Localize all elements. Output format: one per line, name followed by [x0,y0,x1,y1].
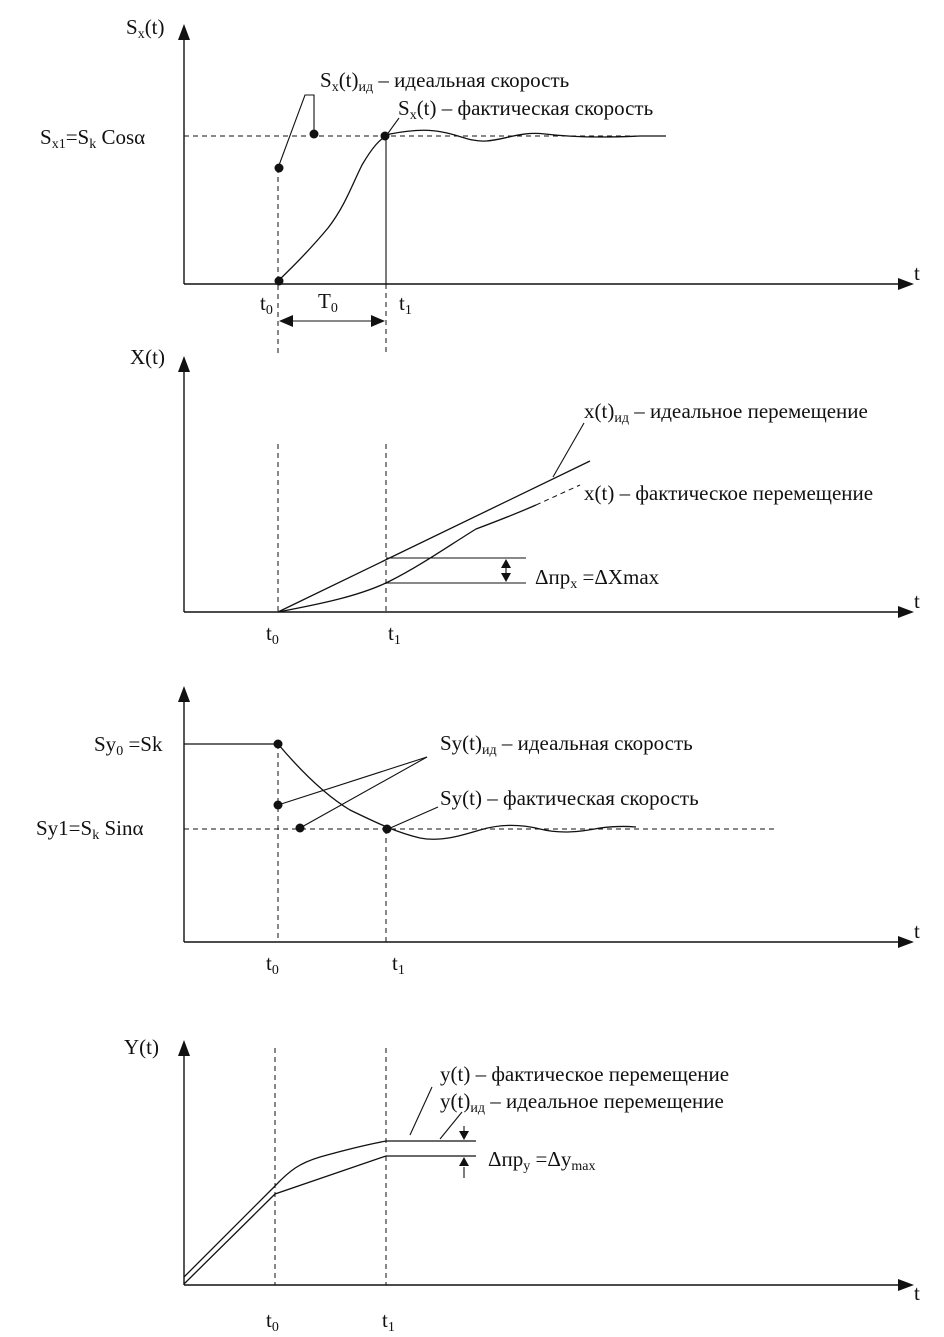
p1-t0-label: t0 [260,291,273,318]
p1-actual-velocity-curve [277,129,666,282]
p2-t1-label: t1 [388,621,401,648]
panel-x-displacement: X(t) t x(t)ид – идеальное перемещение x(… [130,345,920,648]
p2-t-axis-label: t [914,589,920,613]
p1-dot-ideal-level [309,129,319,139]
p3-ideal-label: Sy(t)ид – идеальная скорость [440,731,693,758]
p2-ideal-pointer [552,422,585,478]
p3-actual-velocity-curve [277,743,637,840]
p4-t1-label: t1 [382,1308,395,1335]
p3-dot-ideal-level [295,823,305,833]
p3-level1-label: Sy1=Sk Sinα [36,816,143,843]
p1-level-label: Sx1=Sk Cosα [40,125,145,152]
p3-dot-ideal [273,800,283,810]
p3-t1-label: t1 [392,951,405,978]
p2-delta-down-arrow-icon [501,573,511,582]
p2-y-axis-arrow-icon [178,356,190,372]
p2-t0-label: t0 [266,621,279,648]
p4-ideal-label: y(t)ид – идеальное перемещение [440,1089,724,1116]
p2-ideal-label: x(t)ид – идеальное перемещение [584,399,868,426]
p1-t1-label: t1 [399,291,412,318]
p4-y-axis-arrow-icon [178,1040,190,1056]
p2-actual-extension [535,484,581,506]
p1-dot-actual [380,131,390,141]
panel-y-displacement: Y(t) t y(t) – фактическое перемещение y(… [124,1035,920,1335]
p4-y-axis-label: Y(t) [124,1035,159,1059]
p3-dot-actual [382,824,392,834]
p2-actual-label: x(t) – фактическое перемещение [584,481,873,505]
p2-x-axis-arrow-icon [898,606,914,618]
p4-x-axis-arrow-icon [898,1279,914,1291]
p1-dot-origin [274,276,284,286]
p3-actual-pointer [387,806,439,830]
p4-delta-down-arrow-icon [459,1131,469,1140]
p1-T0-right-arrow-icon [371,315,385,327]
p1-x-axis-arrow-icon [898,278,914,290]
p4-delta-label: Δпрy =Δymax [488,1147,595,1174]
p4-ideal-pointer [439,1111,463,1140]
p1-T0-label: T0 [318,289,338,316]
p2-actual-curve [277,504,537,613]
p4-actual-curve [183,1140,476,1278]
p4-t-axis-label: t [914,1281,920,1305]
p1-ideal-label: Sx(t)ид – идеальная скорость [320,68,569,95]
p1-actual-label: Sx(t) – фактическая скорость [398,96,653,123]
p2-delta-up-arrow-icon [501,559,511,568]
p3-dot-start [273,739,283,749]
panel-sy-velocity: t Sy0 =Sk Sy1=Sk Sinα Sy(t)ид – идеальна… [36,686,920,978]
p4-delta-up-arrow-icon [459,1157,469,1166]
p4-actual-pointer [409,1086,433,1136]
p3-x-axis-arrow-icon [898,936,914,948]
p2-ideal-line [277,460,591,613]
p1-y-axis-label: Sx(t) [126,15,165,42]
p1-y-axis-arrow-icon [178,24,190,40]
p1-ideal-pointer [277,94,315,169]
p4-actual-label: y(t) – фактическое перемещение [440,1062,729,1086]
p3-t-axis-label: t [914,919,920,943]
p1-T0-left-arrow-icon [279,315,293,327]
p1-t-axis-label: t [914,261,920,285]
p4-t0-label: t0 [266,1308,279,1335]
panel-sx-velocity: Sx(t) t Sx1=Sk Cosα Sx(t)ид – идеальная … [40,15,920,354]
p3-actual-label: Sy(t) – фактическая скорость [440,786,699,810]
p3-t0-label: t0 [266,951,279,978]
p3-y-axis-arrow-icon [178,686,190,702]
p3-ideal-pointer-b [299,756,428,829]
p1-dot-ideal [274,163,284,173]
p4-ideal-curve [183,1155,476,1285]
p3-ideal-pointer-a [277,756,428,806]
p2-delta-label: Δпрx =ΔXmax [535,565,660,592]
p3-level0-label: Sy0 =Sk [94,732,163,759]
p2-y-axis-label: X(t) [130,345,165,369]
